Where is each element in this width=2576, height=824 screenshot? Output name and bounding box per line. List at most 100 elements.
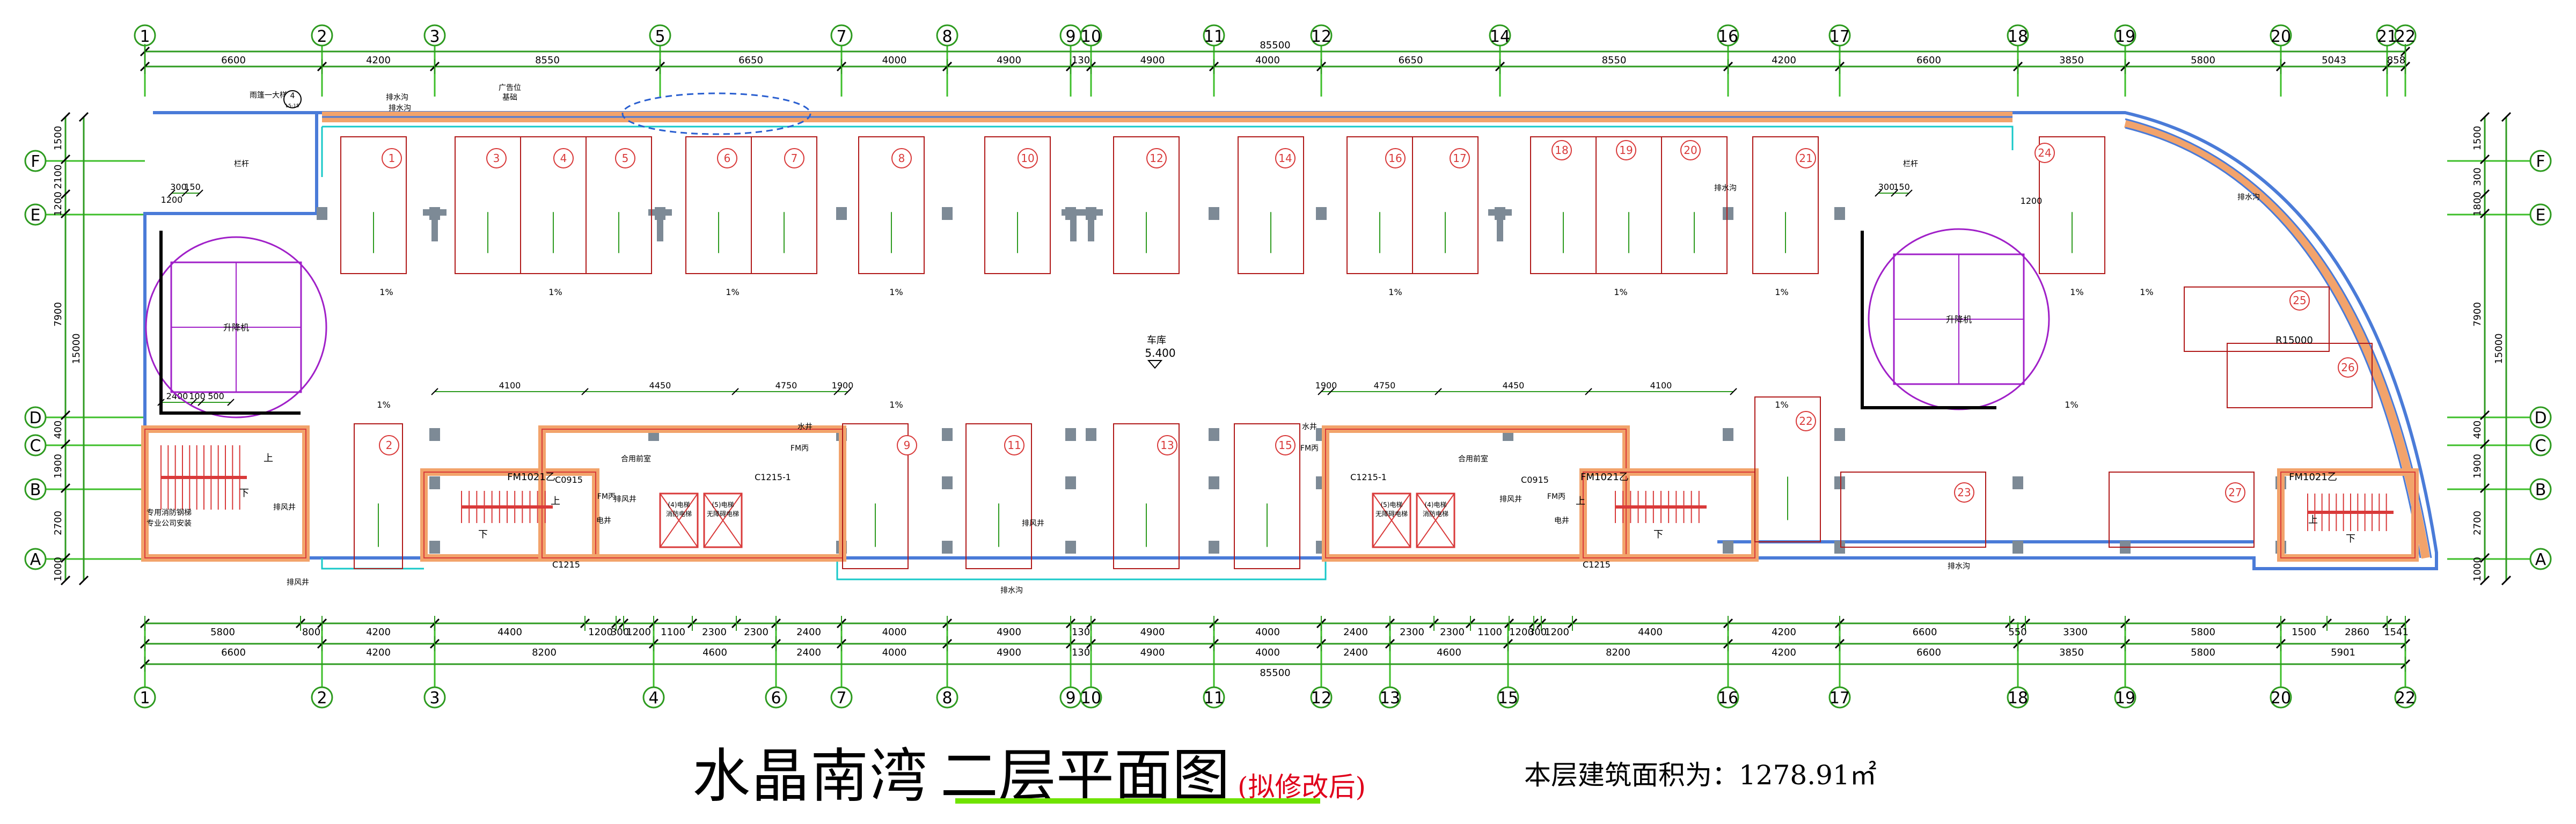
dim-left-total-value: 15000 xyxy=(71,333,82,364)
dim-lobby-left-value: 4100 xyxy=(499,380,521,391)
axis-label-bottom-17: 17 xyxy=(1829,689,1850,708)
column xyxy=(1316,207,1327,220)
dim-right-outer-value: 1500 xyxy=(2472,126,2483,151)
dim-lobby-right-tick xyxy=(1730,388,1737,395)
parking-number-4: 4 xyxy=(560,152,567,165)
parking-space-23 xyxy=(1840,472,1986,548)
window-c0915-right: C0915 xyxy=(1521,475,1549,485)
dim-right-outer-tick xyxy=(2479,575,2490,586)
axis-label-top-10: 10 xyxy=(1081,27,1101,46)
axis-label-right-F: F xyxy=(2536,152,2545,171)
dim-left-stair-top-tick xyxy=(168,189,175,197)
dim-top-seg-value: 6650 xyxy=(1399,55,1423,66)
title-main: 水晶南湾 xyxy=(692,743,929,810)
dim-left-outer-tick xyxy=(60,439,71,450)
column xyxy=(942,541,953,554)
parking-number-26: 26 xyxy=(2341,361,2354,374)
column xyxy=(1723,428,1733,441)
parking-number-circle-17 xyxy=(1450,148,1470,168)
dim-right-outer-tick xyxy=(2479,483,2490,494)
lift-left-frame xyxy=(159,231,301,415)
dim-bottom-row1-value: 4000 xyxy=(1255,627,1280,638)
dim-lobby-right-value: 4450 xyxy=(1503,380,1525,391)
axis-bubble-bottom-8 xyxy=(936,686,958,709)
axis-label-bottom-13: 13 xyxy=(1380,689,1400,708)
window-c1215-1-right: C1215-1 xyxy=(1350,472,1387,482)
axis-bubble-top-18 xyxy=(2007,24,2029,47)
column xyxy=(942,428,953,441)
axis-label-right-A: A xyxy=(2535,550,2546,569)
core-left-stair-wall xyxy=(420,468,599,562)
slope-label: 1% xyxy=(1775,400,1788,410)
elev-left-b-line2: 无障碍电梯 xyxy=(707,510,739,518)
elev-right-a-line1: (5)电梯 xyxy=(1381,501,1403,509)
dim-bottom-row2-value: 6600 xyxy=(1916,647,1941,658)
dim-lobby-left-tick xyxy=(731,388,739,395)
dim-left-outer-value: 7900 xyxy=(53,302,64,327)
column xyxy=(1065,541,1076,554)
axis-label-bottom-3: 3 xyxy=(429,689,440,708)
dim-left-total-tick xyxy=(78,112,89,122)
core-left-stair-inner xyxy=(423,472,596,558)
axis-label-top-12: 12 xyxy=(1311,27,1331,46)
dim-stair-left-tick xyxy=(227,399,235,406)
dim-right-outer-tick xyxy=(2479,208,2490,219)
lift-right-frame xyxy=(1861,231,1996,409)
stair-down-right: 下 xyxy=(1653,529,1663,540)
axis-bubble-right-E xyxy=(2529,203,2552,226)
core-east-stair-inner xyxy=(2280,472,2416,558)
fire-note-line2: 专业公司安装 xyxy=(147,519,192,528)
window-c1215-left: C1215 xyxy=(552,560,580,570)
dim-bottom-row1-value: 4900 xyxy=(1140,627,1165,638)
axis-label-left-C: C xyxy=(30,437,41,455)
parking-number-27: 27 xyxy=(2228,486,2242,499)
axis-bubble-bottom-20 xyxy=(2270,686,2292,709)
parking-number-2: 2 xyxy=(386,439,393,452)
axis-label-left-A: A xyxy=(30,550,41,569)
dim-stair-left-value: 100 xyxy=(189,391,206,401)
dim-bottom-row2-value: 5800 xyxy=(2191,647,2215,658)
water-well-right: 水井 xyxy=(1302,423,1317,431)
dim-bottom-row1-value: 1200 xyxy=(1509,627,1534,638)
dim-top-seg-value: 8550 xyxy=(535,55,560,66)
dim-right-outer-value: 7900 xyxy=(2472,302,2483,327)
column-stem xyxy=(1070,209,1077,241)
axis-label-top-22: 22 xyxy=(2395,27,2416,46)
column xyxy=(1723,541,1733,554)
parking-number-7: 7 xyxy=(791,152,798,165)
dim-right-outer-tick xyxy=(2479,553,2490,563)
parking-space-24 xyxy=(2039,136,2105,274)
axis-bubble-left-B xyxy=(24,478,47,501)
drain-south-east: 排水沟 xyxy=(1948,562,1970,571)
axis-label-top-19: 19 xyxy=(2115,27,2135,46)
core-west-stair-inner xyxy=(144,429,306,558)
parking-number-circle-11 xyxy=(1004,435,1024,455)
dim-bottom-total-value: 85500 xyxy=(1260,667,1290,679)
dim-bottom-row1-value: 550 xyxy=(2008,627,2026,638)
dim-lobby-right-tick xyxy=(1327,388,1335,395)
parking-number-circle-24 xyxy=(2035,143,2055,163)
parking-number-6: 6 xyxy=(724,152,731,165)
dim-left-outer-tick xyxy=(60,208,71,219)
fire-note-line1: 专用消防钢梯 xyxy=(147,509,192,517)
dim-bottom-row2-value: 4900 xyxy=(997,647,1021,658)
column xyxy=(1209,428,1219,441)
column xyxy=(1086,428,1096,441)
detail-mark-circle xyxy=(283,90,302,108)
axis-bubble-top-7 xyxy=(830,24,853,47)
dim-lobby-left-tick xyxy=(581,388,589,395)
exhaust-mid: 排风井 xyxy=(1022,519,1044,528)
dim-stair-left-value: 500 xyxy=(208,391,224,401)
elev-left-b-line1: (5)电梯 xyxy=(712,501,734,509)
dim-left-outer-value: 1000 xyxy=(53,557,64,582)
elev-left-a-line1: (4)电梯 xyxy=(668,501,690,509)
dim-top-seg-value: 4900 xyxy=(1140,55,1165,66)
elevation-mark xyxy=(1147,360,1163,369)
dim-bottom-row2-value: 130 xyxy=(1072,647,1090,658)
dim-bottom-row1-value: 300 xyxy=(611,627,629,638)
column xyxy=(429,428,440,441)
slope-label: 1% xyxy=(2065,400,2078,410)
axis-label-bottom-22: 22 xyxy=(2395,689,2416,708)
column xyxy=(836,207,847,220)
